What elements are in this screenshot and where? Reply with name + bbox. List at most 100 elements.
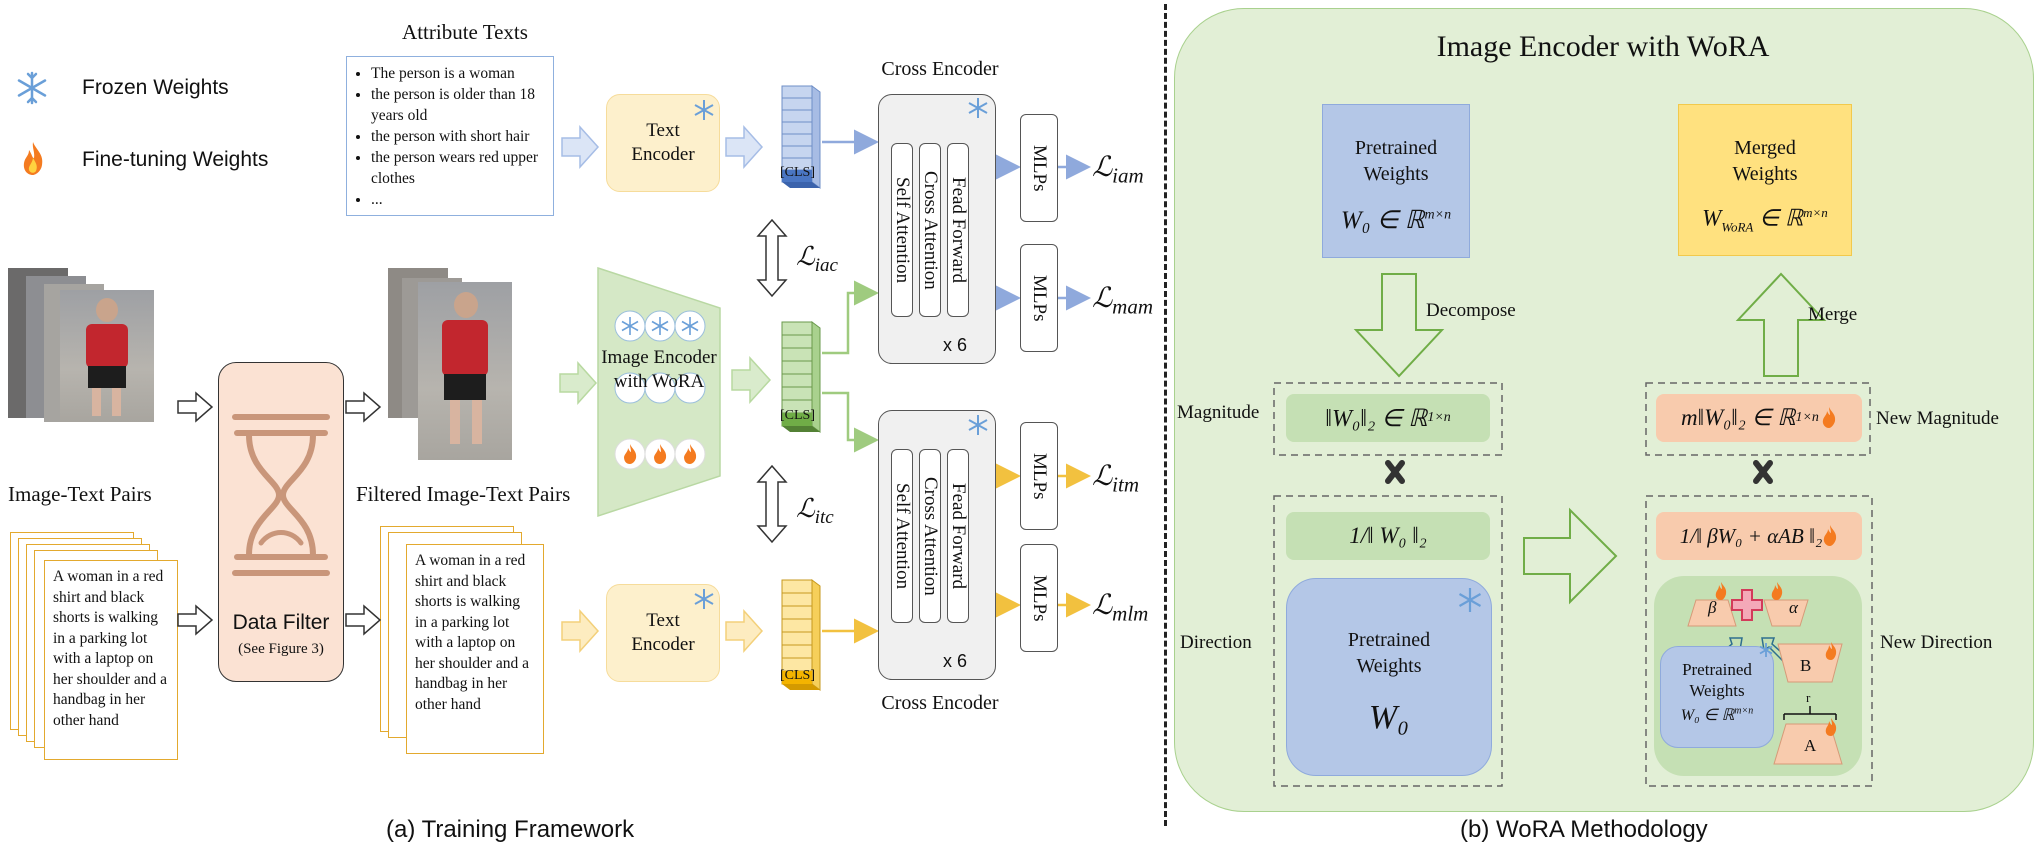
loss-iac-symbol: ℒ <box>796 242 815 271</box>
loss-iam-symbol: ℒ <box>1092 152 1113 183</box>
merged-w-symbol: W <box>1702 205 1722 231</box>
arrow-to-filter-bottom <box>177 604 214 636</box>
merge-label: Merge <box>1808 304 1858 325</box>
section-divider <box>1164 4 1167 826</box>
w0-space-inner: W₀ ∈ ℝ <box>1680 707 1735 724</box>
token-stack-green <box>781 321 821 433</box>
data-filter-sublabel: (See Figure 3) <box>238 641 324 657</box>
attribute-item: The person is a woman <box>371 63 553 84</box>
cross-encoder-top-title: Cross Encoder <box>881 58 999 80</box>
mlp-mam: MLPs <box>1020 244 1058 352</box>
itc-double-arrow <box>756 464 788 544</box>
attribute-item: the person with short hair <box>371 126 553 147</box>
direction-label: Direction <box>1180 632 1252 653</box>
caption-b: (b) WoRA Methodology <box>1460 816 1708 843</box>
magnitude-label: Magnitude <box>1177 402 1260 423</box>
flame-icon <box>1824 525 1837 546</box>
new-direction-label: New Direction <box>1880 632 1993 653</box>
cross-encoder-bottom-title: Cross Encoder <box>881 692 999 714</box>
arrow-to-filter-top <box>177 391 214 423</box>
snowflake-icon <box>694 100 714 120</box>
snowflake-icon <box>1458 588 1482 612</box>
magnitude-formula: ‖W₀‖₂ ∈ ℝ <box>1325 405 1428 432</box>
image-text-pairs-label: Image-Text Pairs <box>8 482 152 506</box>
new-inverse-norm-formula: 1/‖ βW₀ + αAB ‖₂ <box>1679 523 1823 548</box>
snowflake-icon <box>694 589 714 609</box>
mlp-itm: MLPs <box>1020 422 1058 530</box>
decompose-label: Decompose <box>1426 300 1516 321</box>
new-magnitude-label: New Magnitude <box>1876 408 1999 429</box>
inverse-norm-formula: 1/‖ W₀ ‖₂ <box>1349 523 1427 548</box>
wora-title: Image Encoder with WoRA <box>1436 30 1770 63</box>
iac-double-arrow <box>756 218 788 298</box>
text-encoder-bottom-label: Text Encoder <box>631 610 695 655</box>
loss-iam-sub: iam <box>1112 163 1144 188</box>
loss-iac-sub: iac <box>814 255 838 277</box>
loss-iam: ℒiam <box>1092 150 1144 189</box>
snowflake-icon <box>1759 643 1773 657</box>
loss-itm-symbol: ℒ <box>1092 461 1113 492</box>
wora-arrows <box>1273 272 1873 787</box>
data-filter-box: Data Filter (See Figure 3) <box>218 362 344 682</box>
caption-card-stack-right: A woman in a red shirt and black shorts … <box>380 526 570 766</box>
arrow-from-filter-top <box>345 391 382 423</box>
attribute-item: ... <box>371 189 553 210</box>
image-encoder-shape <box>597 266 721 518</box>
pretrained-weights-top: Pretrained Weights W₀ ∈ ℝm×n <box>1322 104 1470 258</box>
feed-forward-top: Fead Forward <box>947 143 969 317</box>
loss-mlm: ℒmlm <box>1092 588 1148 627</box>
snowflake-icon <box>968 98 988 118</box>
filtered-pairs-label: Filtered Image-Text Pairs <box>356 482 571 506</box>
token-stack-yellow <box>781 579 821 691</box>
legend-frozen: Frozen Weights <box>12 68 272 108</box>
merged-weights-formula: WWoRA ∈ ℝm×n <box>1702 205 1828 235</box>
decompose-arrow <box>1353 273 1445 378</box>
pretrained-weights-top-label: Pretrained Weights <box>1354 137 1438 185</box>
caption-card-right: A woman in a red shirt and black shorts … <box>406 544 544 754</box>
attribute-item: the person wears red upper clothes <box>371 147 553 189</box>
loss-mam-sub: mam <box>1112 294 1154 319</box>
multiply-right <box>1753 460 1773 484</box>
text-encoder-top-label: Text Encoder <box>631 120 695 165</box>
beta-symbol: β <box>1708 598 1717 617</box>
loss-iac: ℒiac <box>796 242 838 277</box>
mlp-iam: MLPs <box>1020 114 1058 222</box>
arrow-from-filter-bottom <box>345 604 382 636</box>
pedestrian-photo <box>60 290 154 422</box>
hourglass-icon <box>232 414 330 576</box>
pretrained-weights-inner: Pretrained Weights W₀ ∈ ℝm×n <box>1660 643 1774 748</box>
loss-mlm-symbol: ℒ <box>1092 590 1113 621</box>
attribute-texts-box: The person is a womanthe person is older… <box>346 56 554 216</box>
framework-arrows <box>177 125 1091 653</box>
attribute-item: the person is older than 18 years old <box>371 84 553 126</box>
alpha-symbol: α <box>1789 598 1798 617</box>
loss-itm: ℒitm <box>1092 459 1139 498</box>
merge-arrow <box>1735 272 1827 377</box>
b-label: B <box>1800 656 1812 675</box>
cls-token-blue: [CLS] <box>780 165 815 180</box>
repeat-top: x 6 <box>943 335 968 355</box>
text-encoder-top: Text Encoder <box>606 94 720 192</box>
pretrained-weights-top-formula: W₀ ∈ ℝm×n <box>1340 207 1452 234</box>
new-inverse-norm-box: 1/‖ βW₀ + αAB ‖₂ <box>1656 512 1862 560</box>
mlp-mlm: MLPs <box>1020 544 1058 652</box>
new-magnitude-formula: m‖W₀‖₂ ∈ ℝ <box>1681 405 1796 430</box>
w0-space-formula: W₀ ∈ ℝ <box>1340 207 1425 234</box>
loss-mlm-sub: mlm <box>1112 601 1149 626</box>
token-stack-blue <box>781 85 821 189</box>
a-label: A <box>1804 736 1817 755</box>
loss-itm-sub: itm <box>1112 472 1140 497</box>
data-filter-label: Data Filter <box>232 611 330 634</box>
caption-a: (a) Training Framework <box>386 816 635 843</box>
cross-encoder-bottom: Self Attention Cross Attention Fead Forw… <box>878 410 996 680</box>
image-encoder-label: Image Encoder with WoRA <box>601 347 717 392</box>
inverse-norm-box: 1/‖ W₀ ‖₂ <box>1286 512 1490 560</box>
repeat-bottom: x 6 <box>943 651 968 671</box>
cross-attention-bottom: Cross Attention <box>919 449 941 623</box>
self-attention-bottom: Self Attention <box>891 449 913 623</box>
frozen-weights-label: Frozen Weights <box>82 76 229 99</box>
legend-finetune: Fine-tuning Weights <box>12 140 292 180</box>
attribute-texts-title: Attribute Texts <box>402 20 528 44</box>
cross-attention-top: Cross Attention <box>919 143 941 317</box>
